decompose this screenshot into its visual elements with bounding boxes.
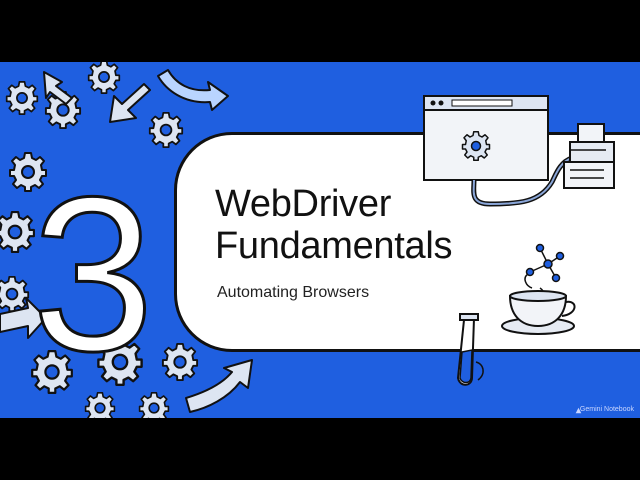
slide-title: WebDriver Fundamentals: [215, 183, 453, 267]
coffee-cup-icon: [501, 290, 576, 335]
slide-subtitle: Automating Browsers: [217, 284, 370, 301]
server-icon: [563, 123, 615, 189]
arrow-icon: [185, 359, 253, 413]
molecule-icon: [524, 243, 565, 303]
title-line-1: WebDriver: [215, 183, 392, 225]
browser-window-icon: [423, 95, 549, 181]
slide-decoration: [0, 62, 253, 418]
watermark-label: Gemini Notebook: [579, 406, 634, 413]
test-tube-icon: [456, 313, 484, 386]
illustrations: [423, 95, 615, 386]
arrow-icon: [0, 297, 47, 339]
title-slide: 3 WebDriver Fundamentals Automating Brow…: [0, 62, 640, 418]
title-line-2: Fundamentals: [215, 225, 453, 267]
watermark-logo-icon: [575, 407, 582, 414]
arrow-icon: [109, 83, 151, 123]
arrow-icon: [43, 71, 73, 105]
module-number: 3: [30, 182, 155, 392]
svg-text:3: 3: [32, 182, 154, 392]
arrow-icon: [157, 69, 229, 111]
